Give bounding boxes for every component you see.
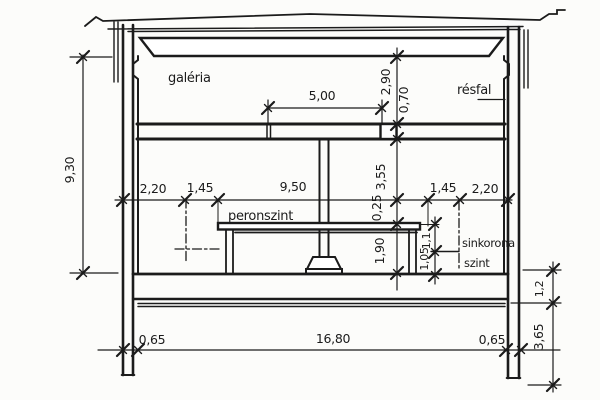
dim-rail-above-slab: 1,05 (418, 247, 431, 271)
resfal-label: résfal (457, 83, 491, 98)
dim-concourse-height: 3,55 (373, 164, 388, 191)
dim-gallery-slab-depth: 0,70 (396, 86, 411, 113)
dim-axis-to-wall-right: 2,20 (472, 181, 499, 196)
ground-surface-line (84, 9, 566, 33)
dim-platform-above-rail: 1,1 (420, 233, 433, 250)
center-column (305, 139, 343, 275)
gallery-floor-slab (135, 122, 507, 141)
dim-wall-toe-depth: 3,65 (531, 324, 546, 351)
dim-platform-height: 1,90 (372, 237, 387, 264)
platform-structure (216, 221, 460, 274)
dim-gallery-clear-height: 2,90 (378, 68, 393, 95)
text-labels: galéria résfal peronszint sinkorona szin… (62, 68, 546, 350)
dim-wall-thickness-right: 0,65 (479, 332, 506, 347)
roof-slab (137, 36, 506, 58)
dim-platform-to-axis-right: 1,45 (430, 180, 457, 195)
peronszint-label: peronszint (228, 209, 293, 224)
dim-base-slab-depth: 1,2 (533, 281, 546, 298)
sinkorona-label-line2: szint (464, 256, 490, 270)
dim-platform-offset: 0,25 (369, 195, 384, 222)
dim-total-height: 9,30 (62, 156, 77, 183)
base-slab (131, 272, 510, 308)
dim-wall-to-axis-left: 2,20 (140, 181, 167, 196)
galeria-label: galéria (168, 71, 211, 86)
dim-gallery-opening: 5,00 (309, 88, 336, 103)
sinkorona-label-line1: sinkorona (462, 236, 515, 250)
dim-platform-width: 9,50 (280, 179, 307, 194)
dim-axis-to-platform-left: 1,45 (187, 180, 214, 195)
right-slurry-wall (503, 25, 529, 380)
track-centerlines (174, 198, 460, 270)
dim-clear-span: 16,80 (316, 331, 351, 346)
dim-wall-thickness-left: 0,65 (139, 332, 166, 347)
